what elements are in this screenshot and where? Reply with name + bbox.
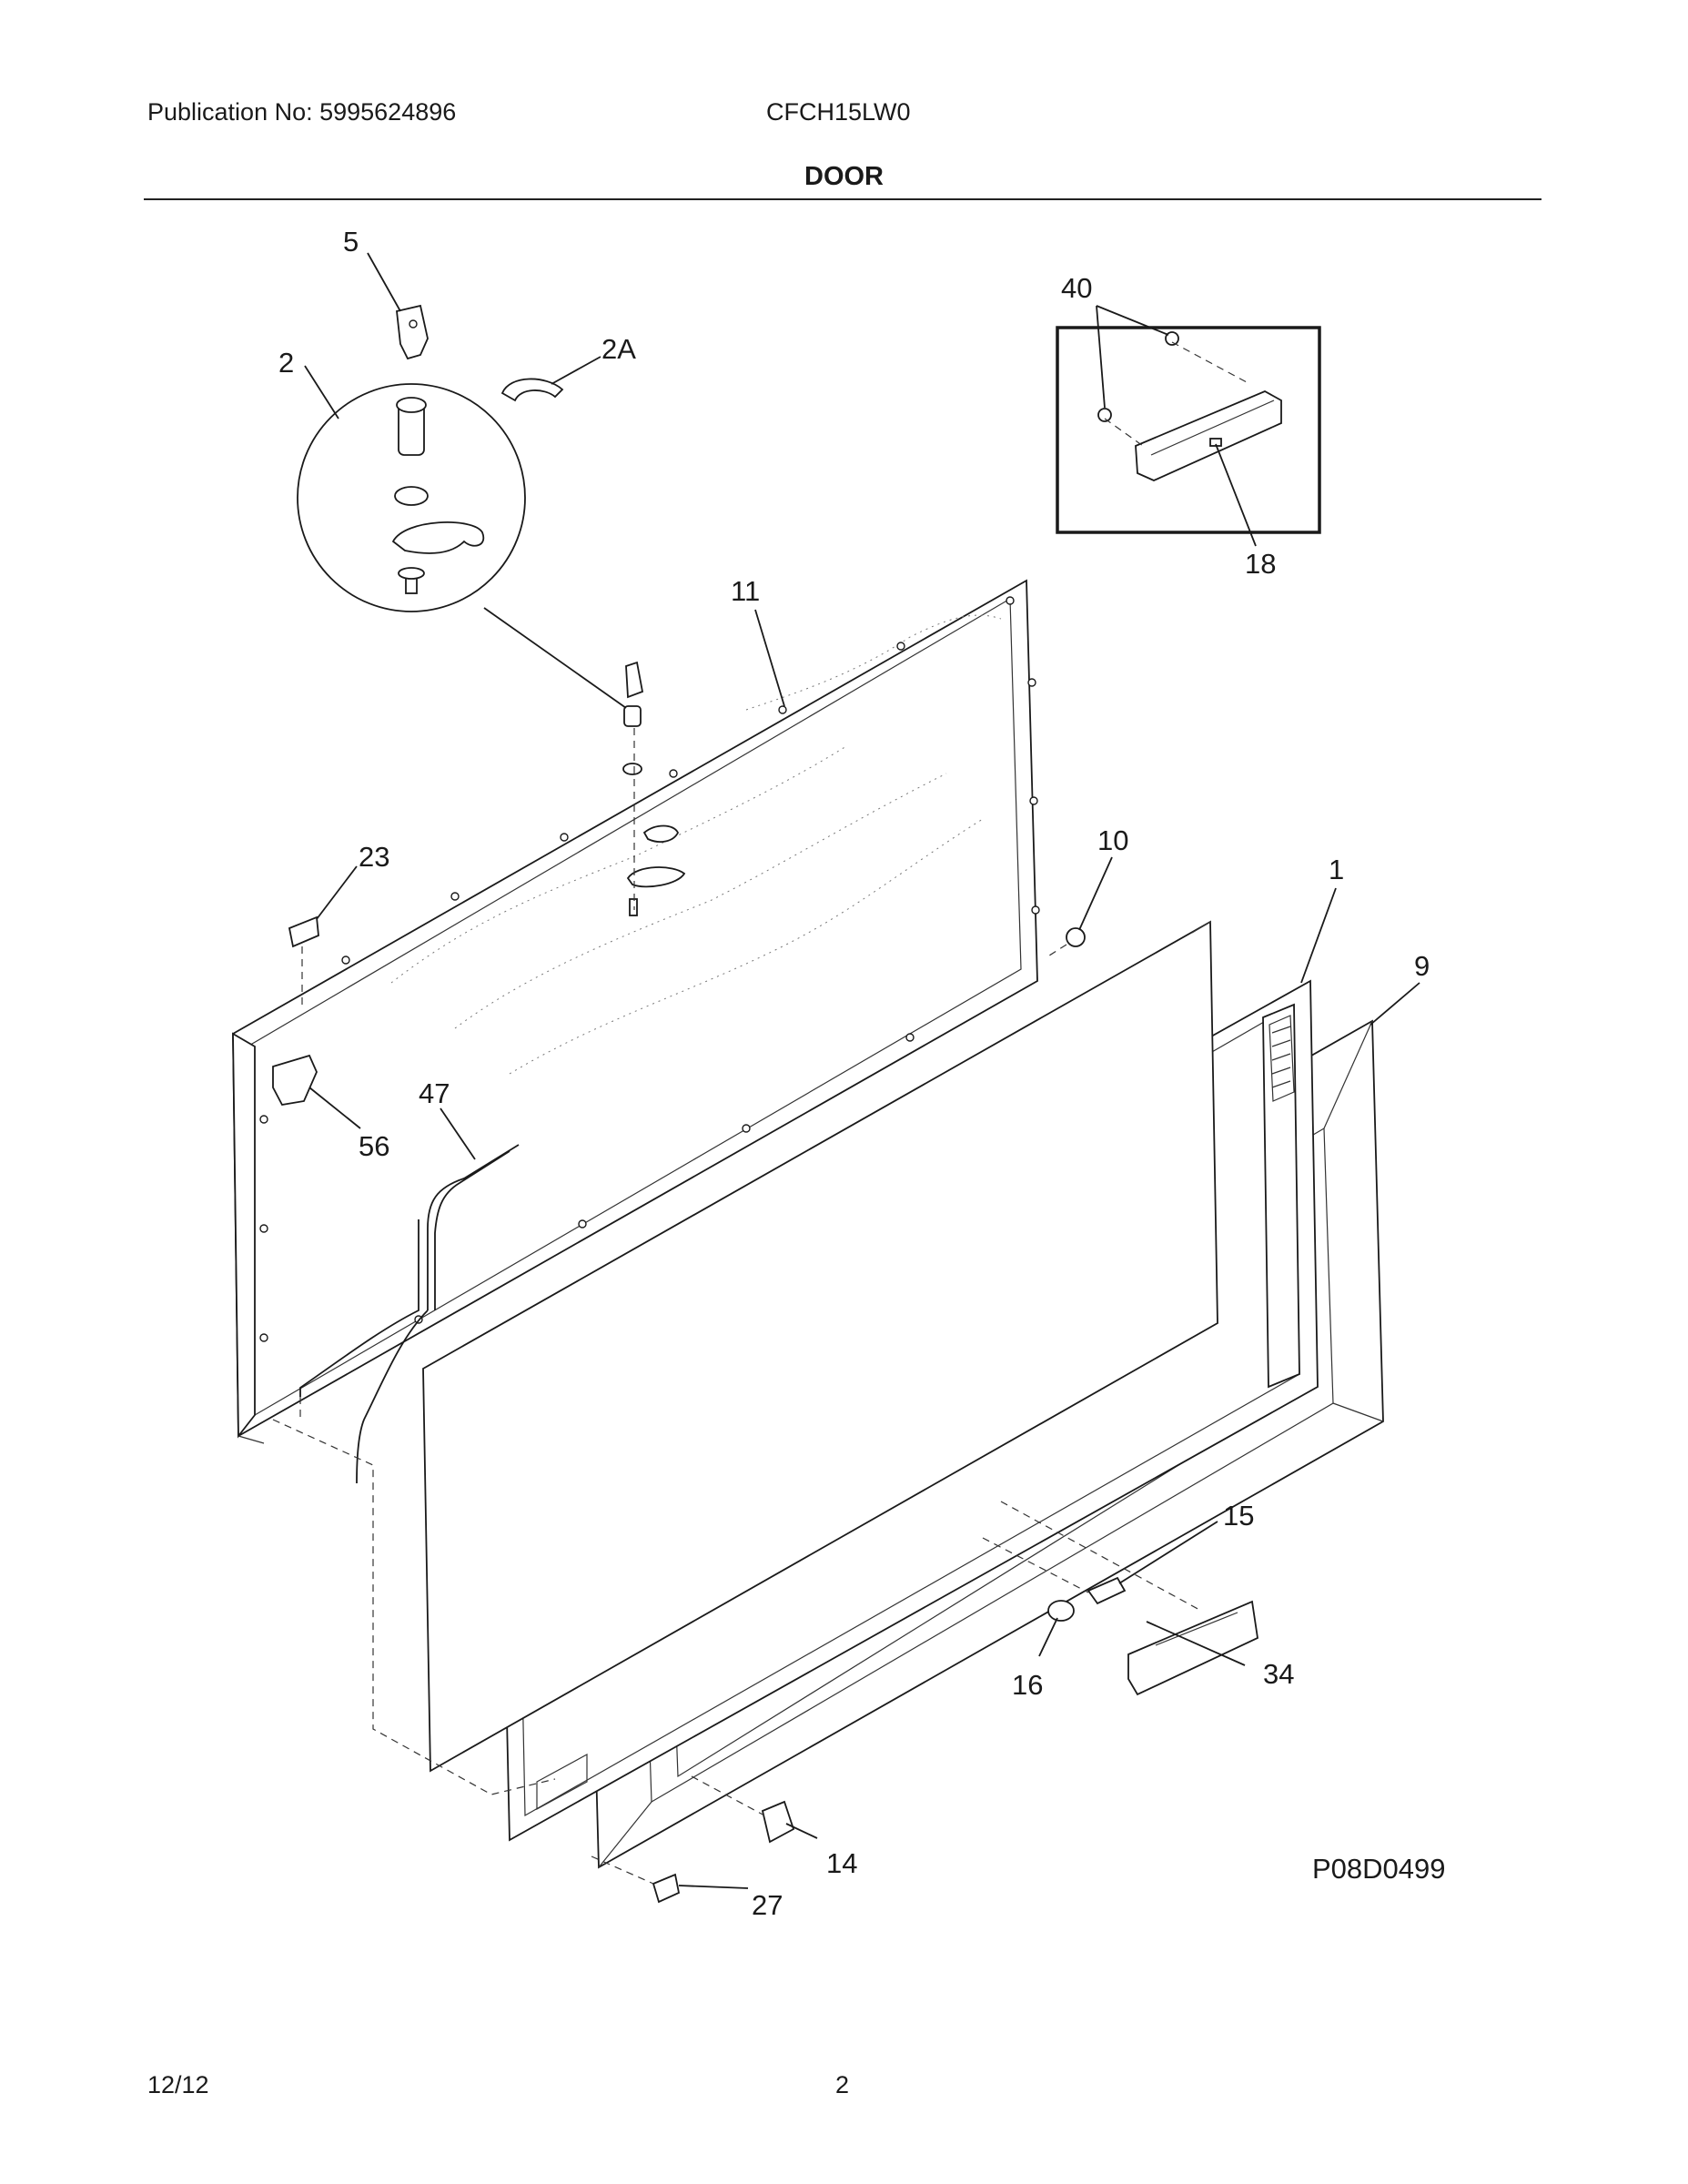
callout-1: 1 (1329, 854, 1344, 885)
key (396, 304, 429, 360)
handle-inset (1056, 326, 1321, 534)
header-rule (144, 198, 1541, 200)
callout-40: 40 (1061, 272, 1092, 304)
lock-assembly (622, 661, 686, 916)
heater-wire (299, 1144, 520, 1484)
switch-parts (982, 1501, 1258, 1696)
bumper-10 (1046, 927, 1086, 958)
clip-23 (288, 915, 319, 1010)
bracket-56 (272, 1054, 318, 1106)
callout-9: 9 (1414, 950, 1430, 982)
callout-56: 56 (359, 1130, 389, 1162)
callout-16: 16 (1012, 1669, 1043, 1701)
callout-2A: 2A (601, 333, 636, 365)
callout-5: 5 (343, 226, 359, 258)
callout-47: 47 (419, 1077, 450, 1109)
diagram-code: P08D0499 (1312, 1853, 1446, 1885)
hinge-parts (591, 1775, 795, 1904)
model-number: CFCH15LW0 (766, 98, 911, 126)
callout-34: 34 (1263, 1658, 1294, 1690)
callout-14: 14 (826, 1847, 857, 1879)
retaining-clip (500, 378, 564, 402)
callout-27: 27 (752, 1889, 783, 1921)
section-title: DOOR (804, 162, 884, 191)
callout-11: 11 (731, 575, 760, 607)
callout-18: 18 (1245, 548, 1276, 580)
alignment-lines (272, 1397, 556, 1795)
callout-10: 10 (1097, 824, 1128, 856)
leader-lines (304, 252, 1420, 1889)
callout-labels: 5 2 2A 40 18 11 10 1 9 23 47 56 15 16 34… (278, 226, 1446, 1921)
footer-date: 12/12 (147, 2071, 209, 2098)
lock-detail-circle (297, 383, 526, 612)
publication-number: Publication No: 5995624896 (147, 98, 457, 126)
outer-door-shell (232, 579, 1040, 1444)
callout-2: 2 (278, 347, 294, 379)
callout-23: 23 (359, 841, 389, 873)
callout-15: 15 (1223, 1500, 1254, 1532)
door-panel-middle (422, 920, 1218, 1773)
page-number: 2 (835, 2071, 850, 2098)
